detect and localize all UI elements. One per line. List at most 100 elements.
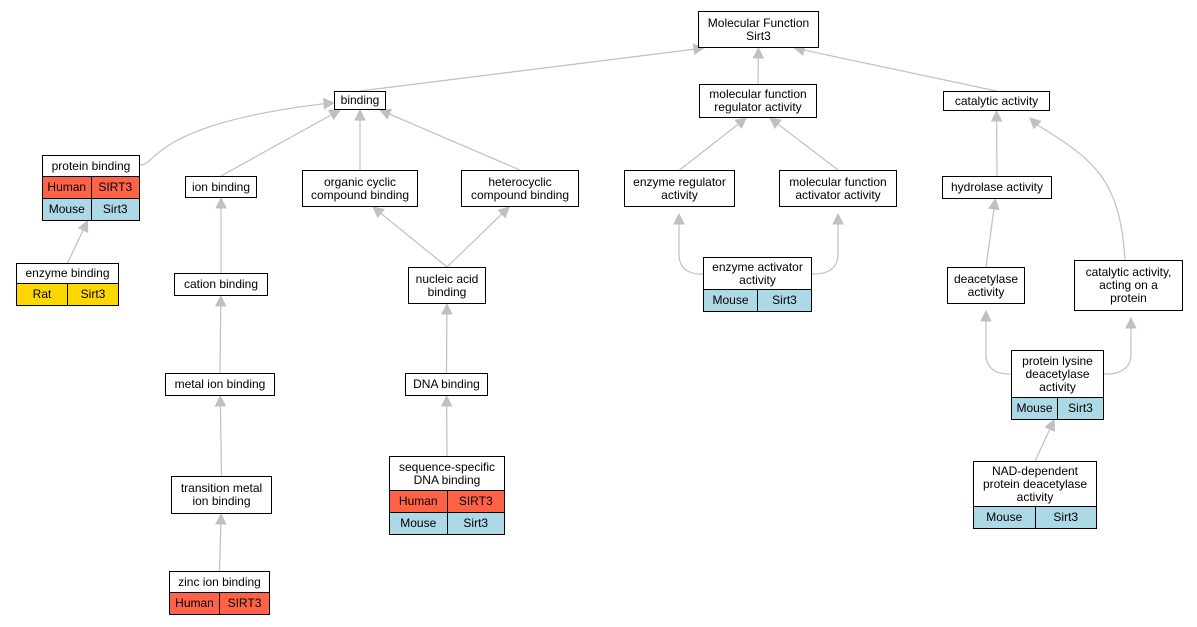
go-term-cap[interactable]: catalytic activity, acting on a protein xyxy=(1074,260,1183,311)
gene-cell: SIRT3 xyxy=(446,491,505,512)
edge-plda-to-cap xyxy=(1103,316,1137,375)
annotation-row: Rat Sirt3 xyxy=(17,283,118,305)
gene-cell: SIRT3 xyxy=(219,593,269,614)
arrowhead xyxy=(77,219,89,233)
go-term-mfra[interactable]: molecular function regulator activity xyxy=(699,84,817,118)
go-term-era[interactable]: enzyme regulator activity xyxy=(624,170,735,207)
species-cell: Rat xyxy=(32,287,52,301)
go-term-label: ion binding xyxy=(191,179,251,194)
annotation-row: Mouse Sirt3 xyxy=(1012,397,1103,419)
annotation-row: Human SIRT3 xyxy=(170,592,269,614)
arrowhead xyxy=(1125,316,1137,329)
go-term-nad[interactable]: NAD-dependent protein deacetylase activi… xyxy=(973,461,1097,529)
go-term-mfaa[interactable]: molecular function activator activity xyxy=(779,170,897,207)
arrowhead xyxy=(323,97,336,110)
go-term-label: Molecular Function Sirt3 xyxy=(707,15,810,43)
go-term-label: molecular function regulator activity xyxy=(709,87,807,114)
go-term-catb[interactable]: cation binding xyxy=(174,273,268,296)
go-term-label: NAD-dependent protein deacetylase activi… xyxy=(982,463,1088,504)
gene-cell: Sirt3 xyxy=(67,284,118,305)
go-term-label: sequence-specific DNA binding xyxy=(398,459,496,487)
go-term-nab[interactable]: nucleic acid binding xyxy=(408,267,486,304)
gene-cell: Sirt3 xyxy=(757,290,811,311)
edge-tmib-to-mib xyxy=(214,394,227,477)
arrowhead xyxy=(328,109,341,121)
arrowhead xyxy=(378,108,392,120)
go-term-label: cation binding xyxy=(183,277,259,291)
edge-mib-to-catb xyxy=(214,294,227,374)
gene-cell: Sirt3 xyxy=(1034,507,1097,528)
go-term-cat[interactable]: catalytic activity xyxy=(943,91,1050,111)
go-term-hyd[interactable]: hydrolase activity xyxy=(942,176,1052,199)
arrowhead xyxy=(440,394,453,407)
arrowhead xyxy=(214,394,227,407)
edge-catb-to-ionb xyxy=(215,196,227,273)
go-term-label: zinc ion binding xyxy=(178,574,261,589)
edge-hyd-to-cat xyxy=(990,109,1003,177)
go-term-label: binding xyxy=(340,93,380,107)
go-term-mib[interactable]: metal ion binding xyxy=(165,373,275,396)
go-term-label: enzyme binding xyxy=(25,266,110,280)
go-term-dnab[interactable]: DNA binding xyxy=(405,373,488,396)
arrowhead xyxy=(215,196,227,209)
arrowhead xyxy=(832,212,844,225)
edge-ionb-to-binding xyxy=(220,109,341,177)
edge-mfra-to-mf xyxy=(752,46,765,85)
edge-plda-to-deac xyxy=(980,309,1012,375)
species-cell: Mouse xyxy=(712,293,749,307)
edge-pb-to-binding xyxy=(139,97,336,166)
edge-cat-to-mf xyxy=(793,44,997,92)
go-term-label: heterocyclic compound binding xyxy=(470,174,570,202)
arrowhead xyxy=(354,108,366,121)
go-term-label: catalytic activity, acting on a protein xyxy=(1085,265,1172,305)
edge-eaa-to-era xyxy=(673,212,704,275)
go-term-ionb[interactable]: ion binding xyxy=(185,176,257,198)
go-term-hcb[interactable]: heterocyclic compound binding xyxy=(461,170,579,207)
go-term-deac[interactable]: deacetylase activity xyxy=(947,267,1025,304)
gene-cell: Sirt3 xyxy=(1057,398,1103,419)
species-cell: Mouse xyxy=(1016,401,1053,415)
arrowhead xyxy=(752,46,765,59)
gene-cell: SIRT3 xyxy=(90,177,140,198)
go-term-binding[interactable]: binding xyxy=(334,91,386,110)
arrowhead xyxy=(497,206,510,219)
edge-dnab-to-nab xyxy=(441,302,453,374)
edge-era-to-mfra xyxy=(679,117,748,171)
go-term-label: catalytic activity xyxy=(954,93,1039,108)
arrowhead xyxy=(214,294,227,307)
arrowhead xyxy=(441,302,453,315)
edge-cap-to-cat xyxy=(1029,117,1126,261)
species-cell: Mouse xyxy=(48,202,85,216)
species-cell: Human xyxy=(175,596,214,610)
go-term-label: organic cyclic compound binding xyxy=(310,174,410,202)
go-term-tmib[interactable]: transition metal ion binding xyxy=(171,476,272,514)
go-term-ocb[interactable]: organic cyclic compound binding xyxy=(302,170,418,207)
go-term-mf[interactable]: Molecular Function Sirt3 xyxy=(698,11,819,48)
species-cell: Human xyxy=(398,494,438,508)
edge-nad-to-plda xyxy=(1034,418,1055,462)
arrowhead xyxy=(372,206,385,219)
go-term-label: DNA binding xyxy=(413,377,480,391)
go-term-label: enzyme regulator activity xyxy=(633,174,726,202)
edge-mfaa-to-mfra xyxy=(769,117,839,171)
arrowhead xyxy=(1029,117,1042,130)
go-term-label: nucleic acid binding xyxy=(415,271,479,299)
species-cell: Mouse xyxy=(400,516,437,530)
arrowhead xyxy=(673,212,685,225)
edge-zib-to-tmib xyxy=(215,512,227,572)
edge-binding-to-mf xyxy=(359,43,706,92)
edge-nab-to-hcb xyxy=(446,206,510,268)
arrowhead xyxy=(990,109,1003,122)
annotation-row: Human SIRT3 xyxy=(390,490,504,512)
